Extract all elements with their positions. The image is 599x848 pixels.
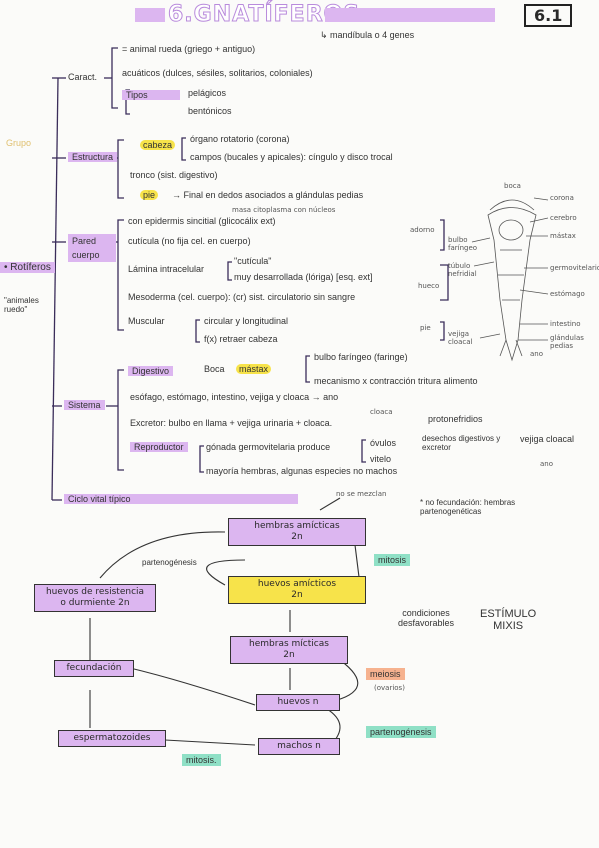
pared-item-4: Mesoderma (cel. cuerpo): (cr) sist. circ… <box>128 292 356 302</box>
condiciones-line-2: desfavorables <box>398 618 455 628</box>
section-number: 6.1 <box>524 4 573 27</box>
estimulo-line-1: ESTÍMULO <box>480 608 537 620</box>
condiciones: condiciones desfavorables <box>398 608 454 628</box>
diagram-label-mastax: mástax <box>550 232 576 240</box>
pared-item-3: Lámina intracelular <box>128 264 205 274</box>
digestivo-label: Digestivo <box>128 366 174 376</box>
no-se-mezclan: no se mezclan <box>336 490 387 498</box>
pared-item-1: con epidermis sincitial (glicocálix ext) <box>128 216 276 226</box>
vejiga-cloacal-text: vejiga cloacal <box>520 434 575 444</box>
rotiferos-label: • Rotíferos <box>0 262 55 273</box>
diagram-label-tubulo: túbulo nefridial <box>448 262 477 278</box>
excretor-note: protonefridios <box>428 414 483 424</box>
box-espermatozoides: espermatozoides <box>58 730 166 747</box>
box-huevos-resistencia: huevos de resistencia o durmiente 2n <box>34 584 156 612</box>
box-hembras-micticas: hembras mícticas 2n <box>230 636 348 664</box>
box-text: huevos amícticos <box>257 579 337 589</box>
box-machos-n: machos n <box>258 738 340 755</box>
ano-note: ano <box>540 460 554 468</box>
caract-label: Caract. <box>68 72 98 82</box>
pared-item-5: Muscular <box>128 316 165 326</box>
caract-item-2: acuáticos (dulces, sésiles, solitarios, … <box>122 68 313 78</box>
excretor-text: Excretor: bulbo en llama + vejiga urinar… <box>130 418 333 428</box>
no-fecundacion: * no fecundación: hembras partenogenétic… <box>420 498 516 516</box>
diagram-label-estomago: estómago <box>550 290 585 298</box>
diagram-label-cerebro: cerebro <box>550 214 577 222</box>
meiosis-label: meiosis <box>366 668 405 680</box>
gonada-text: gónada germovitelaria produce <box>206 442 331 452</box>
rotifer-sketch <box>471 197 549 362</box>
box-fecundacion: fecundación <box>54 660 134 677</box>
boca-label: Boca <box>204 364 225 374</box>
estimulo-line-2: MIXIS <box>493 620 524 632</box>
pared-item-2: cutícula (no fija cel. en cuerpo) <box>128 236 251 246</box>
estructura-label: Estructura <box>68 152 118 162</box>
diagram-label-ano: ano <box>530 350 544 358</box>
label-hueco: hueco <box>418 282 440 290</box>
box-ploidy: 2n <box>291 590 303 600</box>
box-text: hembras amícticas <box>254 521 340 531</box>
label-pie: pie <box>420 324 431 332</box>
diagram-label-intestino: intestino <box>550 320 581 328</box>
caract-item-1: = animal rueda (griego + antiguo) <box>122 44 256 54</box>
diagram-label-glandulas: glándulas pedias <box>550 334 584 350</box>
mastax-item-1: bulbo faríngeo (faringe) <box>314 352 408 362</box>
mitosis-2: mitosis. <box>182 754 221 766</box>
diagram-label-boca: boca <box>504 182 521 190</box>
diagram-label-corona: corona <box>550 194 574 202</box>
muscular-item-2: f(x) retraer cabeza <box>204 334 278 344</box>
cabeza-label: cabeza <box>140 140 176 150</box>
muscular-item-1: circular y longitudinal <box>204 316 289 326</box>
mitosis-1: mitosis <box>374 554 411 566</box>
label-adorno: adorno <box>410 226 435 234</box>
box-text: huevos de resistencia <box>45 587 145 597</box>
box-huevos-amicticos: huevos amícticos 2n <box>228 576 366 604</box>
reproductor-label: Reproductor <box>130 442 188 452</box>
mayoria-text: mayoría hembras, algunas especies no mac… <box>206 466 398 476</box>
ovarios-note: (ovarios) <box>374 684 405 692</box>
cabeza-item-2: campos (bucales y apicales): cíngulo y d… <box>190 152 393 162</box>
tipos-label: Tipos <box>122 90 180 100</box>
estimulo-mixis: ESTÍMULO MIXIS <box>480 608 536 632</box>
pie-text: → Final en dedos asociados a glándulas p… <box>172 190 364 200</box>
pie-label: pie <box>140 190 159 200</box>
box-ploidy: 2n <box>283 650 295 660</box>
mastax-item-2: mecanismo x contracción tritura alimento <box>314 376 478 386</box>
partenogenesis-1: partenogénesis <box>142 558 197 567</box>
mastax-label: mástax <box>236 364 272 374</box>
pared-label: Pared cuerpo <box>68 234 116 262</box>
tipo-pelagicos: pelágicos <box>188 88 227 98</box>
grupo-label: Grupo <box>6 138 32 148</box>
desechos-text: desechos digestivos y excretor <box>422 434 501 452</box>
gonada-ovulos: óvulos <box>370 438 397 448</box>
diagram-label-germovitelario: germovitelario <box>550 264 599 272</box>
cycle-arrows <box>89 497 361 746</box>
box-ploidy: 2n <box>291 532 303 542</box>
tipo-bentonicos: bentónicos <box>188 106 232 116</box>
tronco-label: tronco (sist. digestivo) <box>130 170 218 180</box>
partenogenesis-2: partenogénesis <box>366 726 436 738</box>
subtitle: ↳ mandíbula o 4 genes <box>320 30 415 40</box>
cabeza-item-1: órgano rotatorio (corona) <box>190 134 290 144</box>
box-huevos-n: huevos n <box>256 694 340 711</box>
cloaca-note: cloaca <box>370 408 393 416</box>
box-hembras-amicticas: hembras amícticas 2n <box>228 518 366 546</box>
sistema-label: Sistema <box>64 400 105 410</box>
box-ploidy: o durmiente 2n <box>60 598 130 608</box>
lamina-item-2: muy desarrollada (lóriga) [esq. ext] <box>234 272 373 282</box>
lamina-item-1: "cutícula" <box>234 256 272 266</box>
title-highlight-left <box>135 8 165 22</box>
title-highlight-right <box>325 8 495 22</box>
digestivo-tail: esófago, estómago, intestino, vejiga y c… <box>130 392 339 402</box>
diagram-label-bulbo: bulbo faríngeo <box>448 236 478 252</box>
gonada-vitelo: vitelo <box>370 454 392 464</box>
diagram-label-vejiga: vejiga cloacal <box>448 330 473 346</box>
box-text: hembras mícticas <box>249 639 329 649</box>
ciclo-label: Ciclo vital típico <box>64 494 298 504</box>
pared-note-top: masa citoplasma con núcleos <box>232 206 336 214</box>
condiciones-line-1: condiciones <box>402 608 450 618</box>
animales-ruedo: "animales ruedo" <box>4 296 39 314</box>
